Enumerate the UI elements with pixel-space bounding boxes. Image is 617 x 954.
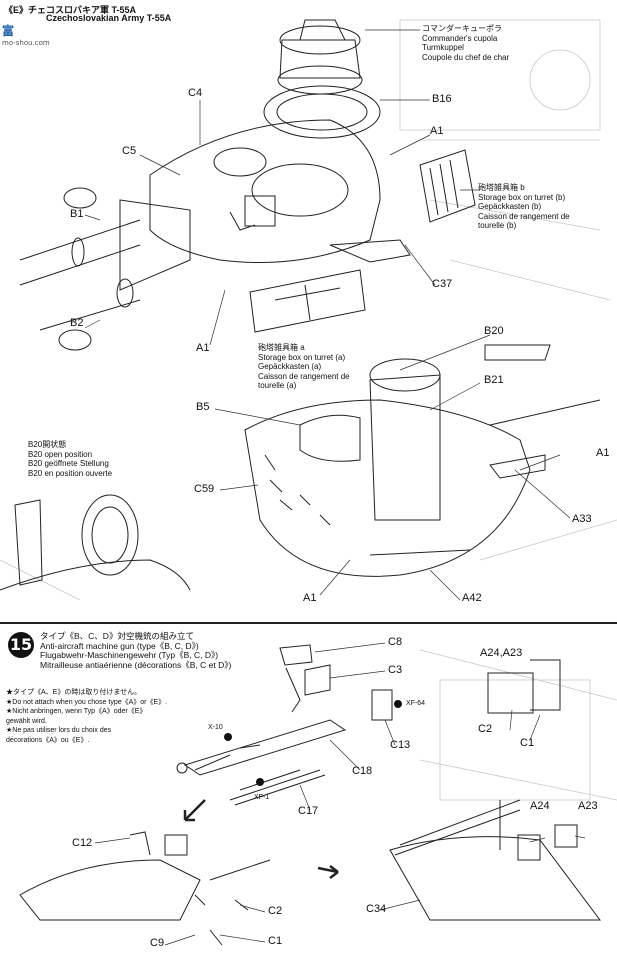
paint-xf1-marker: [256, 778, 264, 786]
machine-gun-parts: [19, 644, 601, 946]
box-a-note-line: 砲塔雑具箱 a: [258, 343, 305, 352]
label-xf1: XF-1: [254, 794, 270, 801]
b20-open-note: B20開状態 B20 open position B20 geöffnete S…: [28, 440, 112, 478]
label-a24-a23: A24,A23: [480, 647, 523, 659]
paint-x10-marker: [224, 733, 232, 741]
paint-xf64-marker: [394, 700, 402, 708]
label-a1-bottom: A1: [303, 592, 317, 604]
b20-note-line: B20開状態: [28, 440, 67, 449]
title-prefix: 《E》: [4, 5, 29, 15]
watermark-main: 富: [2, 24, 15, 38]
leader-lines: [84, 29, 586, 946]
section-divider: [0, 622, 617, 624]
storage-box-a: [249, 269, 366, 333]
label-a1-top: A1: [430, 125, 444, 137]
label-c8: C8: [388, 636, 403, 648]
step-heading-line: タイプ《B、C、D》対空機銃の組み立て: [40, 631, 194, 641]
box-b-note-line: 砲塔雑具箱 b: [478, 183, 525, 192]
label-c3: C3: [388, 664, 403, 676]
title-en: Czechoslovakian Army T-55A: [46, 13, 172, 23]
label-c2: C2: [268, 905, 283, 917]
storage-box-b: [419, 149, 476, 223]
cupola-note-line: Commander's cupola: [422, 33, 498, 43]
page-title: 《E》チェコスロバキア軍 T-55A: [4, 3, 136, 16]
warning-line: ★Nicht anbringen, wenn Typ《A》oder《E》: [6, 708, 147, 715]
label-c12: C12: [72, 837, 93, 849]
label-c1: C1: [268, 935, 283, 947]
step-heading-line: Flugabwehr-Maschinengewehr (Typ《B, C, D》…: [40, 650, 219, 660]
step-number-badge: 15: [8, 632, 34, 658]
label-a1-right: A1: [596, 447, 610, 459]
label-c4: C4: [188, 87, 203, 99]
warning-line: gewählt wird.: [6, 717, 47, 725]
label-c17: C17: [298, 805, 319, 817]
label-c9: C9: [150, 937, 165, 949]
label-a33: A33: [572, 513, 592, 525]
box-a-note-line: Storage box on turret (a): [258, 352, 346, 362]
watermark-logo: 富 mo-shou.com: [2, 22, 50, 47]
label-c13: C13: [390, 739, 411, 751]
box-b-note-line: Storage box on turret (b): [478, 192, 566, 202]
storage-box-b-note: 砲塔雑具箱 b Storage box on turret (b) Gepäck…: [478, 183, 570, 231]
label-c18: C18: [352, 765, 373, 777]
label-b5: B5: [196, 401, 210, 413]
cupola-note-line: コマンダーキューポラ: [422, 24, 502, 33]
cupola-note-line: Turmkuppel: [422, 43, 464, 52]
label-x10: X-10: [208, 724, 223, 731]
cupola-note: コマンダーキューポラ Commander's cupola Turmkuppel…: [422, 24, 509, 62]
label-b20: B20: [484, 325, 504, 337]
step-heading-line: Anti-aircraft machine gun (type《B, C, D》…: [40, 640, 199, 651]
label-c5: C5: [122, 145, 137, 157]
box-a-note-line: Gepäckkasten (a): [258, 362, 322, 371]
direction-arrow-right: [317, 865, 339, 879]
warning-line: ★Ne pas utiliser lors du choix des: [6, 727, 112, 734]
cupola-note-line: Coupole du chef de char: [422, 52, 510, 62]
label-b16: B16: [432, 93, 452, 105]
step-warning: ★タイプ《A、E》の時は取り付けません。 ★Do not attach when…: [6, 688, 167, 745]
label-a42: A42: [462, 592, 482, 604]
label-a23: A23: [578, 800, 598, 812]
label-c34: C34: [366, 903, 387, 915]
warning-line: ★タイプ《A、E》の時は取り付けません。: [6, 689, 142, 696]
b20-note-line: B20 geöffnete Stellung: [28, 459, 109, 468]
label-c37: C37: [432, 278, 453, 290]
box-b-note-line: Caisson de rangement de: [478, 211, 570, 221]
storage-box-a-note: 砲塔雑具箱 a Storage box on turret (a) Gepäck…: [258, 343, 350, 391]
b20-note-line: B20 en position ouverte: [28, 468, 113, 478]
step-heading: タイプ《B、C、D》対空機銃の組み立て Anti-aircraft machin…: [40, 631, 232, 670]
b20-note-line: B20 open position: [28, 449, 93, 459]
label-xf64: XF-64: [406, 700, 426, 707]
turret-lower: [244, 344, 601, 577]
box-b-note-line: tourelle (b): [478, 221, 517, 230]
warning-line: décorations《A》ou《E》.: [6, 736, 90, 744]
direction-arrow-left: [183, 799, 206, 822]
title-jp: チェコスロバキア軍 T-55A: [28, 5, 137, 15]
warning-line: ★Do not attach when you chose type《A》or《…: [6, 698, 168, 706]
watermark-sub: mo-shou.com: [2, 39, 50, 47]
step-heading-line: Mitrailleuse antiaérienne (décorations《B…: [40, 659, 232, 670]
box-b-note-line: Gepäckkasten (b): [478, 202, 542, 211]
hatch-open-detail: [0, 494, 191, 591]
label-b21: B21: [484, 374, 504, 386]
label-b1: B1: [70, 208, 84, 220]
label-a24: A24: [530, 800, 550, 812]
box-a-note-line: tourelle (a): [258, 381, 297, 390]
label-b2: B2: [70, 317, 84, 329]
turret-upper: [19, 119, 381, 351]
box-a-note-line: Caisson de rangement de: [258, 371, 350, 381]
label-c1-top: C1: [520, 737, 535, 749]
commanders-cupola: [263, 19, 381, 139]
label-c59: C59: [194, 483, 215, 495]
label-c2-top: C2: [478, 723, 493, 735]
label-a1-left: A1: [196, 342, 210, 354]
